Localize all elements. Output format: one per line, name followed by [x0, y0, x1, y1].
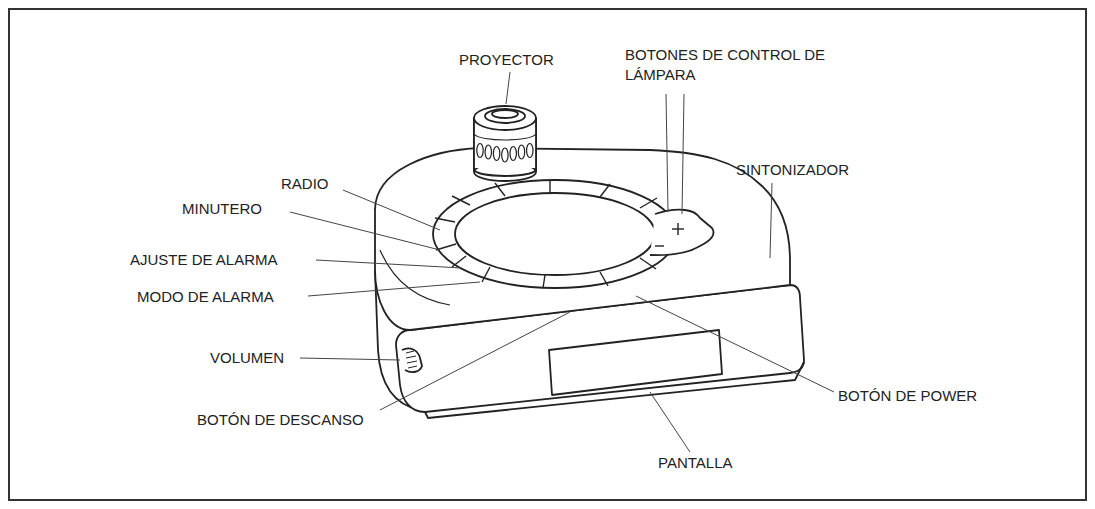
alarm-set-label: AJUSTE DE ALARMA — [130, 250, 278, 270]
alarm-mode-label: MODO DE ALARMA — [137, 287, 274, 307]
display-label: PANTALLA — [658, 453, 732, 473]
volume-label: VOLUMEN — [210, 348, 284, 368]
minute-label: MINUTERO — [182, 199, 262, 219]
tuner-label: SINTONIZADOR — [736, 160, 849, 180]
power-button-label: BOTÓN DE POWER — [838, 386, 977, 406]
lamp-buttons-label: BOTONES DE CONTROL DE LÁMPARA — [625, 45, 887, 85]
snooze-button-label: BOTÓN DE DESCANSO — [197, 410, 364, 430]
radio-label: RADIO — [281, 174, 329, 194]
projector-label: PROYECTOR — [459, 50, 554, 70]
leader-lines — [290, 72, 834, 452]
